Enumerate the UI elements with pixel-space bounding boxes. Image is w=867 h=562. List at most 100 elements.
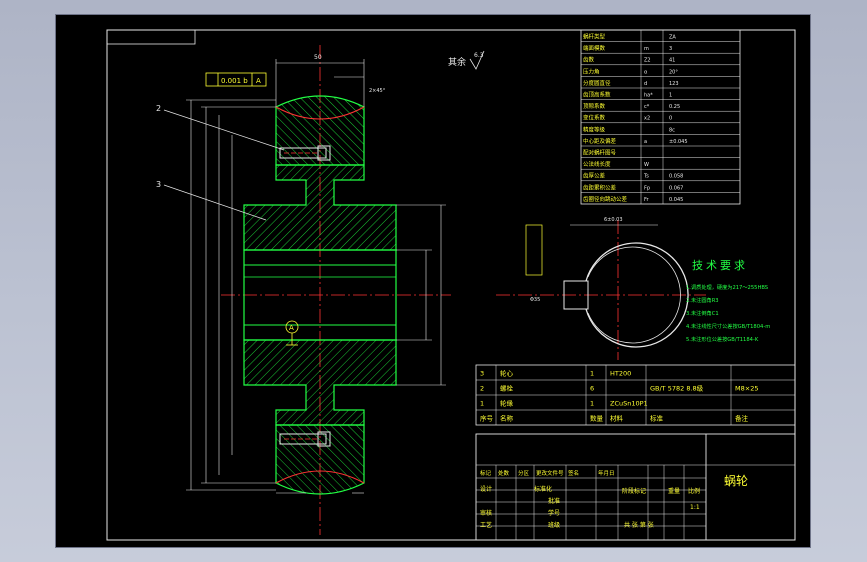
rev-cell: 标记 [480, 469, 492, 477]
param-value: 8c [669, 127, 675, 133]
param-symbol: Z2 [644, 58, 651, 64]
rev-cell: 更改文件号 [536, 469, 564, 477]
param-label: 蜗杆类型 [583, 33, 606, 41]
parts-cell-std: 标准 [650, 414, 664, 423]
parts-cell-std: GB/T 5782 8.8级 [650, 384, 704, 393]
parts-cell-no: 3 [480, 370, 484, 378]
finish-note: 其余 [448, 56, 466, 68]
keyway-dim: 6±0.03 [604, 217, 623, 223]
cad-drawing: 50 0.001 b A 2 3 A 2×45° 其余 6.3 6±0.03 Φ… [106, 29, 796, 541]
tolerance-datum: A [256, 77, 261, 85]
parts-cell-name: 名称 [500, 414, 514, 423]
tb-class: 班级 [548, 521, 560, 529]
param-value: 0 [669, 116, 672, 122]
rev-cell: 年月日 [598, 469, 615, 477]
tb-review: 审核 [480, 509, 492, 517]
top-dimensions [275, 59, 365, 494]
lower-tooth-arc [275, 470, 365, 484]
keyway-dia: Φ35 [530, 297, 540, 303]
tb-weight: 重量 [668, 487, 680, 495]
tb-process: 工艺 [480, 521, 492, 529]
finish-value: 6.3 [474, 52, 484, 59]
tb-scale: 1:1 [690, 504, 700, 511]
param-label: 公法线长度 [583, 160, 611, 168]
parts-cell-note: M8×25 [735, 385, 758, 393]
drawing-title: 蜗轮 [724, 473, 748, 488]
bore [243, 249, 397, 341]
param-symbol: Fp [644, 185, 650, 191]
param-symbol: Ts [643, 174, 649, 180]
lower-screw [279, 431, 331, 447]
parts-cell-note: 备注 [735, 414, 749, 423]
tb-ratio: 比例 [688, 487, 700, 495]
rev-cell: 签名 [568, 469, 579, 477]
param-value: 20° [669, 69, 678, 75]
parts-cell-name: 轮缘 [500, 399, 514, 408]
datum-a-label: A [289, 324, 294, 332]
main-section-view: 50 0.001 b A 2 3 A 2×45° [156, 45, 451, 535]
tb-design: 设计 [480, 485, 492, 493]
param-label: 精度等级 [583, 125, 606, 133]
tb-sheets: 共 张 第 张 [624, 521, 654, 529]
param-symbol: x2 [644, 116, 650, 122]
param-label: 齿顶高系数 [583, 91, 611, 99]
param-symbol: a [644, 139, 647, 145]
param-symbol: W [644, 162, 649, 168]
param-value: 0.067 [669, 185, 683, 191]
top-dimension-label: 50 [314, 54, 322, 61]
tb-school: 学号 [548, 509, 560, 517]
side-view: 6±0.03 Φ35 [496, 217, 706, 360]
parts-cell-qty: 数量 [590, 414, 604, 423]
parts-cell-material: ZCuSn10P1 [610, 400, 648, 408]
param-value: 0.25 [669, 104, 680, 110]
param-value: 3 [669, 46, 672, 52]
tech-item: 4.未注线性尺寸公差按GB/T1804-m [686, 322, 770, 330]
param-label: 齿圈径向跳动公差 [583, 195, 628, 203]
param-value: 1 [669, 93, 672, 99]
tech-requirements: 技术要求 1.调质处理，硬度为217～255HBS2.未注圆角R33.未注倒角C… [686, 259, 770, 343]
side-view-circle [585, 242, 689, 348]
param-label: 配对蜗杆图号 [583, 149, 617, 157]
param-label: 齿距累积公差 [583, 183, 617, 191]
param-value: ZA [669, 35, 676, 41]
parts-cell-name: 轮心 [500, 369, 514, 378]
callout-3: 3 [156, 180, 161, 189]
tech-item: 5.未注形位公差按GB/T1184-K [686, 335, 759, 343]
lower-rim [275, 424, 365, 495]
sheet-border [106, 29, 796, 541]
parts-cell-no: 2 [480, 385, 484, 393]
param-label: 齿数 [583, 56, 595, 64]
parts-cell-material: HT200 [610, 370, 631, 378]
title-block: 蜗轮 设计 标准化 审核 批准 学号 工艺 班级 阶段标记 重量 比例 1:1 … [475, 433, 796, 541]
tech-item: 1.调质处理，硬度为217～255HBS [686, 283, 768, 291]
param-value: 0.058 [669, 174, 683, 180]
param-value: 0.045 [669, 197, 683, 203]
lower-web [243, 339, 397, 426]
parts-cell-material: 材料 [610, 414, 624, 423]
parts-cell-qty: 6 [590, 385, 594, 393]
vertical-dimensions [186, 99, 446, 491]
param-label: 压力角 [583, 67, 600, 75]
param-symbol: d [644, 81, 647, 87]
corner-label-box [106, 29, 196, 45]
param-label: 中心距及偏差 [583, 137, 617, 145]
drawing-viewport[interactable]: 50 0.001 b A 2 3 A 2×45° 其余 6.3 6±0.03 Φ… [55, 14, 811, 548]
parts-cell-qty: 1 [590, 370, 594, 378]
param-label: 齿厚公差 [583, 172, 606, 180]
param-symbol: m [644, 46, 649, 52]
tech-item: 2.未注圆角R3 [686, 296, 719, 304]
param-label: 分度圆直径 [583, 79, 611, 87]
tech-item: 3.未注倒角C1 [686, 309, 719, 317]
tolerance-value: 0.001 b [221, 77, 248, 85]
keyway-slot [563, 280, 589, 310]
callout-2: 2 [156, 104, 161, 113]
param-symbol: c* [644, 104, 650, 110]
parts-cell-no: 1 [480, 400, 484, 408]
param-value: ±0.045 [669, 139, 688, 145]
upper-screw [279, 145, 331, 161]
finish-symbol [469, 50, 485, 70]
tb-stage: 阶段标记 [622, 487, 646, 495]
rev-cell: 分区 [518, 469, 530, 477]
